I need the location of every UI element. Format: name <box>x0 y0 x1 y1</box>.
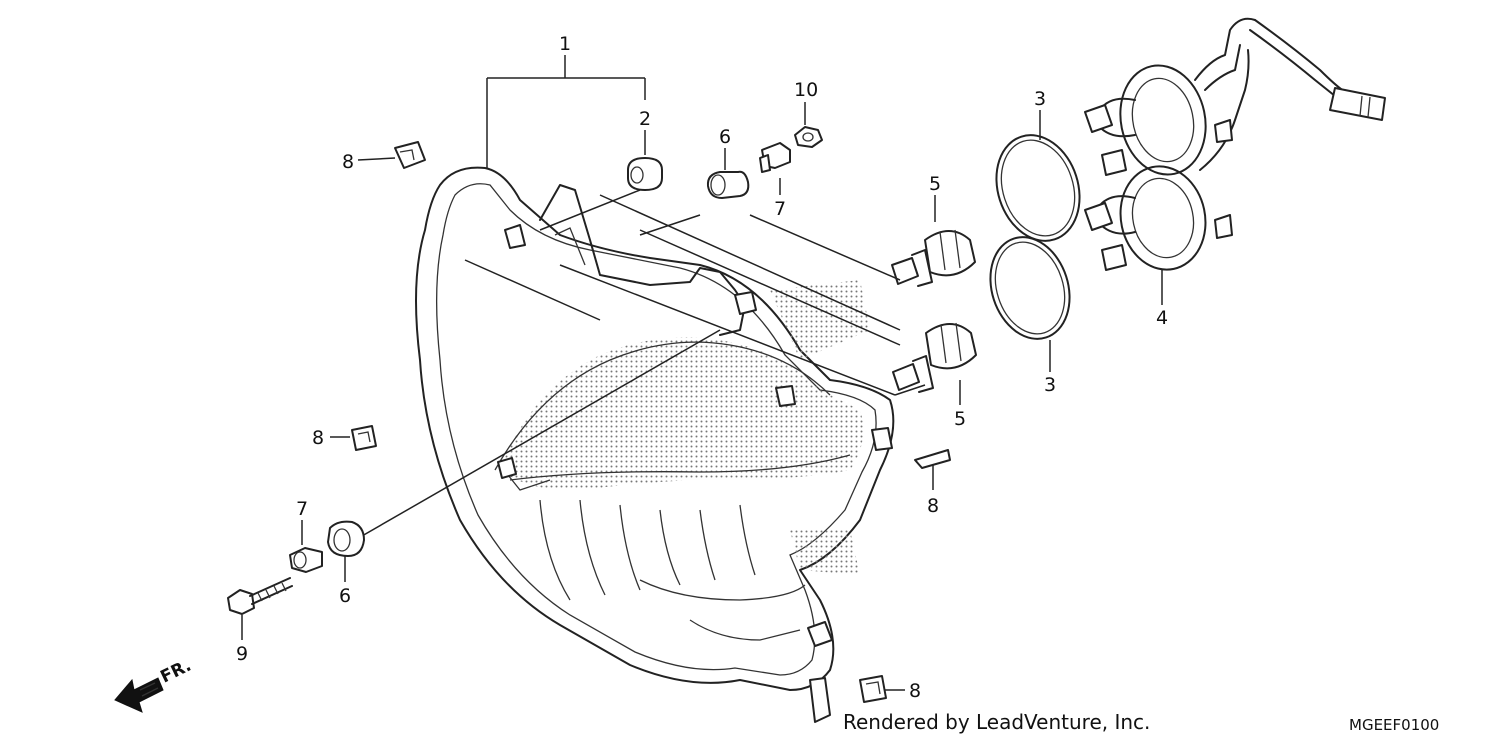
callout-8d: 8 <box>909 680 921 702</box>
headlight-housing <box>415 166 895 723</box>
clip-8-bottom <box>859 675 887 703</box>
callout-6a: 6 <box>719 126 731 148</box>
seal-ring-3-upper <box>995 134 1081 242</box>
bulb-5-lower <box>892 322 977 393</box>
grommet-6-top <box>706 170 750 199</box>
collar-7-bottom <box>289 547 323 573</box>
callout-9: 9 <box>236 643 248 665</box>
callout-leaders <box>241 55 1163 691</box>
callout-numbers: 1 2 3 3 4 5 5 6 6 7 7 8 8 8 8 9 10 <box>236 33 1168 702</box>
seal-ring-3-lower <box>989 236 1071 340</box>
callout-6b: 6 <box>339 585 351 607</box>
callout-3a: 3 <box>1034 88 1046 110</box>
rubber-mount-2 <box>627 157 663 191</box>
callout-3b: 3 <box>1044 374 1056 396</box>
nut-10 <box>794 126 823 148</box>
callout-5a: 5 <box>929 173 941 195</box>
grommet-6-bottom <box>327 520 365 557</box>
front-direction-arrow: FR. <box>114 656 194 713</box>
render-credit: Rendered by LeadVenture, Inc. <box>843 710 1151 734</box>
diagram-code: MGEEF0100 <box>1349 716 1440 734</box>
callout-5b: 5 <box>954 408 966 430</box>
callout-7a: 7 <box>774 198 786 220</box>
callout-1: 1 <box>559 33 571 55</box>
clip-8-top-left <box>394 141 426 169</box>
clip-8-right <box>914 449 951 469</box>
bulb-5-upper <box>891 229 976 287</box>
callout-8b: 8 <box>312 427 324 449</box>
collar-7-top <box>759 142 791 173</box>
callout-10: 10 <box>794 79 818 101</box>
bolt-9 <box>227 577 293 615</box>
callout-8a: 8 <box>342 151 354 173</box>
callout-8c: 8 <box>927 495 939 517</box>
clip-8-left <box>351 425 377 451</box>
callout-2: 2 <box>639 108 651 130</box>
callout-7b: 7 <box>296 498 308 520</box>
socket-harness-4 <box>1084 17 1386 271</box>
callout-4: 4 <box>1156 307 1168 329</box>
fr-label: FR. <box>157 656 194 688</box>
